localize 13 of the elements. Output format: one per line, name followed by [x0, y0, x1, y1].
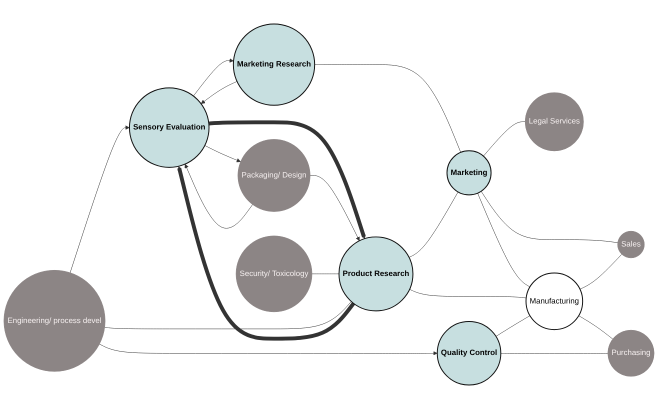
- connector: [500, 353, 608, 354]
- arrow: [208, 120, 366, 239]
- arrow: [177, 166, 356, 341]
- connector: [409, 289, 526, 298]
- connector: [496, 315, 530, 337]
- connector: [483, 122, 526, 156]
- connector: [314, 64, 461, 153]
- connector: [408, 192, 458, 258]
- connector: [477, 192, 530, 288]
- connector: [578, 315, 613, 340]
- connector: [580, 254, 622, 290]
- connector: [104, 301, 352, 330]
- connector: [480, 191, 618, 243]
